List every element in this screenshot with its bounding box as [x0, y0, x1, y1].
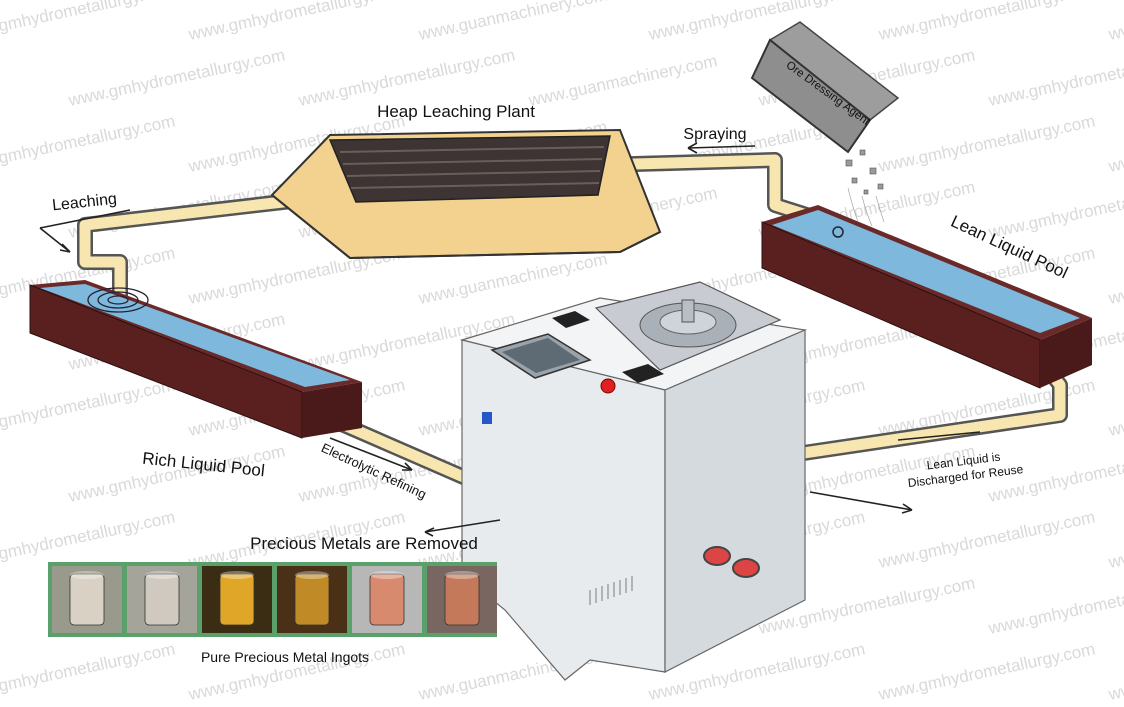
- electrolysis-machine: [459, 281, 808, 681]
- watermark-text: www.gmhydrometallurgy.com: [0, 0, 177, 44]
- latch-front: [622, 364, 664, 383]
- watermark-text: www.guanmachinery.com: [1106, 249, 1124, 308]
- ingot-gold-column: [277, 566, 347, 633]
- watermark-text: www.guanmachinery.com: [1106, 645, 1124, 704]
- ingot-cup: [52, 566, 122, 633]
- watermark-text: www.gmhydrometallurgy.com: [296, 45, 517, 110]
- label-pure-precious-metal-ingots: Pure Precious Metal Ingots: [201, 649, 369, 665]
- arrow-removed: [424, 519, 501, 537]
- watermark-text: www.gmhydrometallurgy.com: [186, 0, 407, 44]
- watermark-text: www.guanmachinery.com: [526, 51, 719, 110]
- watermark-text: www.guanmachinery.com: [1106, 381, 1124, 440]
- watermark-text: www.gmhydrometallurgy.com: [876, 111, 1097, 176]
- lean-liquid-pool: [761, 205, 1092, 389]
- ripple-rings: [87, 287, 149, 313]
- watermark-text: www.gmhydrometallurgy.com: [986, 573, 1124, 638]
- watermark-text: www.guanmachinery.com: [416, 249, 609, 308]
- arrow-discharge: [809, 431, 981, 514]
- ingot-gold-roll: [202, 566, 272, 633]
- arrow-spraying: [687, 142, 756, 154]
- pipe-leaching: [77, 192, 308, 306]
- watermark-text: www.guanmachinery.com: [1106, 117, 1124, 176]
- watermark-text: www.guanmachinery.com: [1106, 513, 1124, 572]
- ingot-strip: [48, 562, 497, 637]
- side-badge: [482, 412, 492, 424]
- watermark-text: www.guanmachinery.com: [1106, 0, 1124, 44]
- latch-back: [552, 311, 590, 328]
- watermark-text: www.gmhydrometallurgy.com: [876, 639, 1097, 704]
- label-spraying: Spraying: [683, 126, 746, 143]
- watermark-text: www.gmhydrometallurgy.com: [876, 0, 1097, 44]
- label-heap-leaching-plant: Heap Leaching Plant: [377, 102, 535, 121]
- inlet-ring: [832, 226, 844, 238]
- watermark-text: www.gmhydrometallurgy.com: [0, 111, 177, 176]
- outlet-valves: [703, 546, 760, 578]
- ore-dressing-agent-box: [750, 21, 900, 154]
- watermark-text: www.gmhydrometallurgy.com: [0, 375, 177, 440]
- label-leaching: Leaching: [51, 191, 117, 215]
- agent-particles: [845, 149, 885, 227]
- watermark-text: www.gmhydrometallurgy.com: [646, 0, 867, 44]
- heap-leaching-plant: [270, 128, 662, 260]
- label-precious-metals-removed: Precious Metals are Removed: [250, 534, 478, 553]
- emergency-stop-button: [600, 378, 616, 394]
- watermark-text: www.gmhydrometallurgy.com: [986, 45, 1124, 110]
- watermark-text: www.gmhydrometallurgy.com: [0, 639, 177, 704]
- flow-arrows: [39, 142, 981, 537]
- arrow-leaching: [39, 209, 131, 253]
- watermark-text: www.gmhydrometallurgy.com: [876, 507, 1097, 572]
- ingot-copper-blocks: [352, 566, 422, 633]
- watermark-text: www.guanmachinery.com: [416, 0, 609, 44]
- watermark-text: www.gmhydrometallurgy.com: [986, 177, 1124, 242]
- ingot-photos: [52, 566, 497, 633]
- watermark-text: www.gmhydrometallurgy.com: [66, 45, 287, 110]
- arrow-electrolytic: [329, 437, 413, 471]
- ingot-copper-sheet: [427, 566, 497, 633]
- rich-liquid-pool: [29, 280, 362, 439]
- ingot-cylinder-mesh: [127, 566, 197, 633]
- vent: [589, 576, 633, 605]
